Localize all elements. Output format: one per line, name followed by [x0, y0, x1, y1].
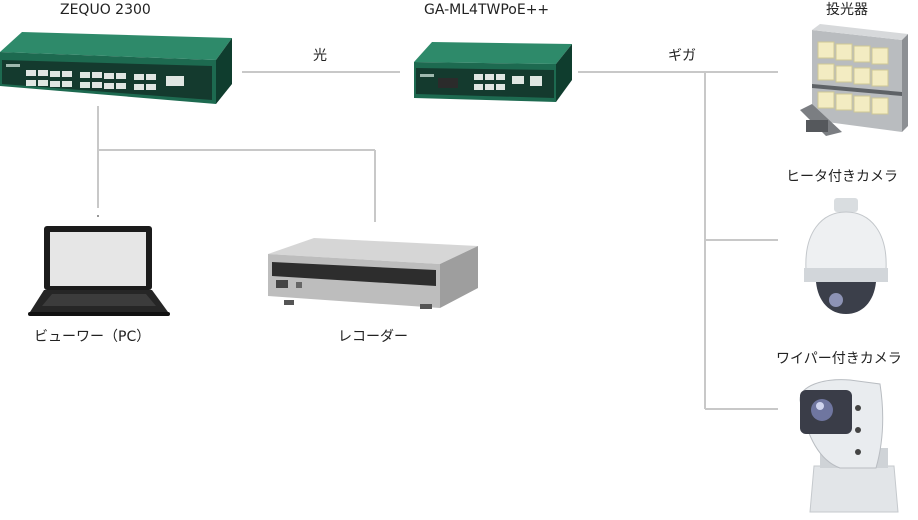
- gigabit-link-label: ギガ: [668, 48, 696, 64]
- poe-switch-icon[interactable]: [414, 42, 572, 102]
- wiper-camera-label: ワイパー付きカメラ: [776, 351, 902, 367]
- optical-link-label: 光: [313, 48, 327, 64]
- recorder-icon[interactable]: [268, 238, 478, 309]
- core-switch-icon[interactable]: [0, 32, 232, 104]
- recorder-label: レコーダー: [338, 329, 408, 345]
- poe-switch-label: GA-ML4TWPoE++: [424, 2, 550, 18]
- viewer-pc-icon[interactable]: [28, 215, 170, 316]
- heater-camera-icon[interactable]: [804, 198, 888, 314]
- floodlight-label: 投光器: [826, 2, 868, 18]
- connection-lines: [97, 71, 778, 410]
- floodlight-icon[interactable]: [800, 24, 908, 136]
- viewer-pc-label: ビューワー（PC）: [34, 329, 151, 345]
- core-switch-label: ZEQUO 2300: [60, 2, 151, 18]
- wiper-camera-icon[interactable]: [799, 379, 899, 513]
- heater-camera-label: ヒータ付きカメラ: [786, 169, 898, 185]
